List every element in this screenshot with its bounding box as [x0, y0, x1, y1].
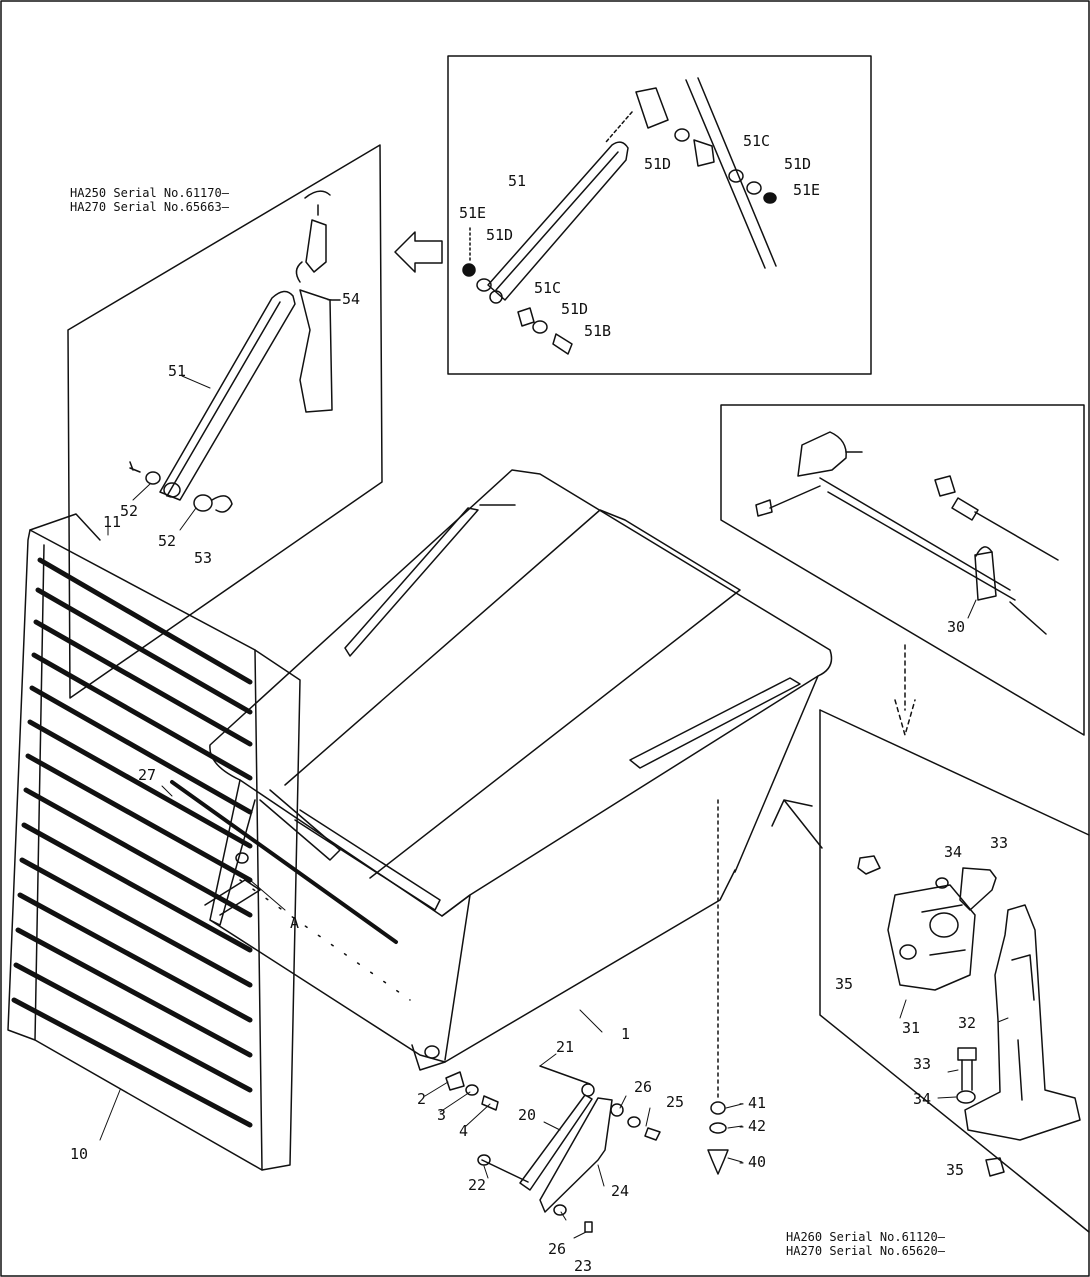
callout-51e: 51E	[459, 204, 487, 222]
callout-4: 4	[459, 1122, 469, 1140]
serial-note-upper-left-line1: HA250 Serial No.61170—	[70, 186, 229, 200]
leader-lines	[99, 299, 1009, 1239]
callout-53: 53	[194, 549, 213, 567]
callout-dash: -	[325, 290, 335, 308]
direction-arrow-left	[394, 231, 443, 273]
callout-51: 51	[508, 172, 527, 190]
callout-40: 40	[748, 1153, 767, 1171]
callout-54: 54	[342, 290, 361, 308]
callout-51c: 51C	[534, 279, 562, 297]
callout-24: 24	[611, 1182, 630, 1200]
callout-a: A	[290, 914, 300, 932]
callout-26: 26	[634, 1078, 653, 1096]
lower-hardware	[445, 799, 729, 1233]
callout-41: 41	[748, 1094, 767, 1112]
detail-panel-lower-right	[771, 709, 1090, 1233]
callout-1: 1	[621, 1025, 631, 1043]
callout-52: 52	[158, 532, 177, 550]
callout-27: 27	[138, 766, 157, 784]
radiator-grille	[7, 513, 301, 1171]
callout-35: 35	[946, 1161, 965, 1179]
callout-51c: 51C	[743, 132, 771, 150]
serial-note-lower-right-line2: HA270 Serial No.65620—	[786, 1244, 945, 1258]
callout-33: 33	[913, 1055, 932, 1073]
callout-3: 3	[437, 1106, 447, 1124]
callout-51d: 51D	[644, 155, 672, 173]
detail-panel-upper-right	[720, 404, 1085, 736]
rod-27	[170, 780, 398, 944]
callout-dash: -	[737, 1117, 747, 1135]
callout-32: 32	[958, 1014, 977, 1032]
callout-51b: 51B	[584, 322, 612, 340]
direction-arrow-down	[894, 644, 916, 736]
callout-33: 33	[990, 834, 1009, 852]
callout-51d: 51D	[561, 300, 589, 318]
callout-52: 52	[120, 502, 139, 520]
callout-51d: 51D	[784, 155, 812, 173]
callout-23: 23	[574, 1257, 593, 1275]
callout-21: 21	[556, 1038, 575, 1056]
callout-dash: -	[737, 1094, 747, 1112]
callout-25: 25	[666, 1093, 685, 1111]
callout-34: 34	[913, 1090, 932, 1108]
callout-11: 11	[103, 513, 122, 531]
detail-panel-upper-middle	[447, 55, 872, 375]
callout-42: 42	[748, 1117, 767, 1135]
callout-22: 22	[468, 1176, 487, 1194]
cover-assembly	[204, 469, 833, 1071]
callout-51e: 51E	[793, 181, 821, 199]
callout-20: 20	[518, 1106, 537, 1124]
callout-30: 30	[947, 618, 966, 636]
callout-51: 51	[168, 362, 187, 380]
serial-note-lower-right-line1: HA260 Serial No.61120—	[786, 1230, 945, 1244]
callout-10: 10	[70, 1145, 89, 1163]
callout-34: 34	[944, 843, 963, 861]
detail-panel-upper-left	[67, 144, 383, 699]
serial-note-upper-left-line2: HA270 Serial No.65663—	[70, 200, 229, 214]
callout-35: 35	[835, 975, 854, 993]
callout-31: 31	[902, 1019, 921, 1037]
callout-2: 2	[417, 1090, 427, 1108]
callout-dash: -	[737, 1153, 747, 1171]
callout-26: 26	[548, 1240, 567, 1258]
callout-51d: 51D	[486, 226, 514, 244]
